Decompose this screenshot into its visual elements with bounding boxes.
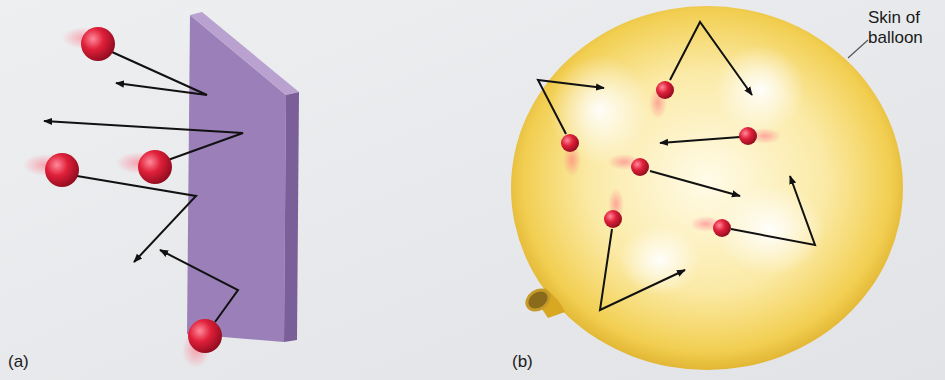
part-label: Skin of balloon xyxy=(868,8,940,48)
panel-label: (b) xyxy=(512,352,533,372)
balloon-skin xyxy=(511,6,903,370)
panel-label: (a) xyxy=(8,352,29,372)
